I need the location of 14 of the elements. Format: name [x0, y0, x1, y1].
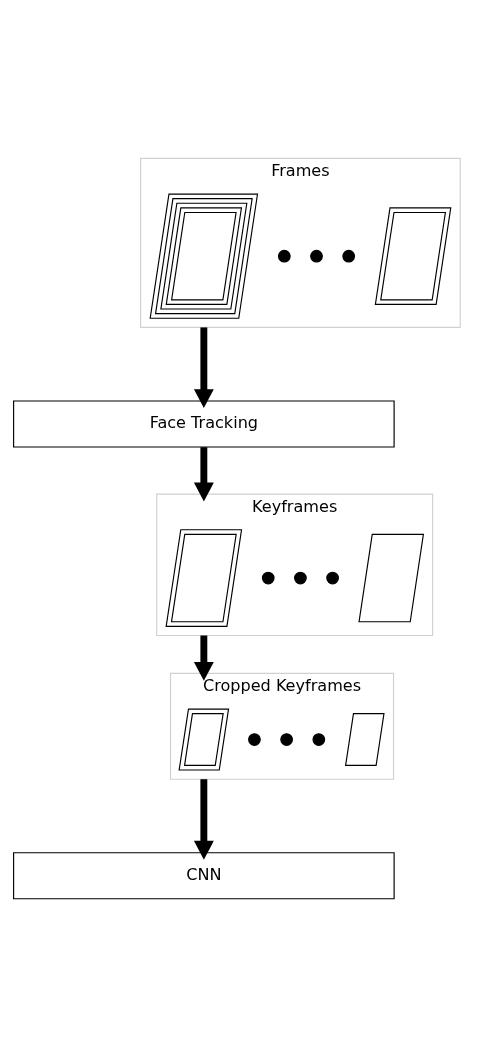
cluster: Keyframes [155, 493, 433, 636]
node-parallelogram [165, 528, 242, 627]
node-parallelogram [357, 533, 424, 622]
node-parallelogram [344, 712, 385, 766]
node-parallelogram [149, 193, 258, 319]
cluster: Frames [139, 157, 461, 328]
arrow [193, 446, 214, 502]
node-box: CNN [12, 851, 395, 899]
node-parallelogram [178, 708, 229, 771]
node-box: Face Tracking [12, 399, 395, 448]
arrow [193, 326, 214, 408]
arrow [193, 778, 214, 860]
node-parallelogram [374, 206, 451, 305]
cluster: Cropped Keyframes [169, 672, 394, 780]
